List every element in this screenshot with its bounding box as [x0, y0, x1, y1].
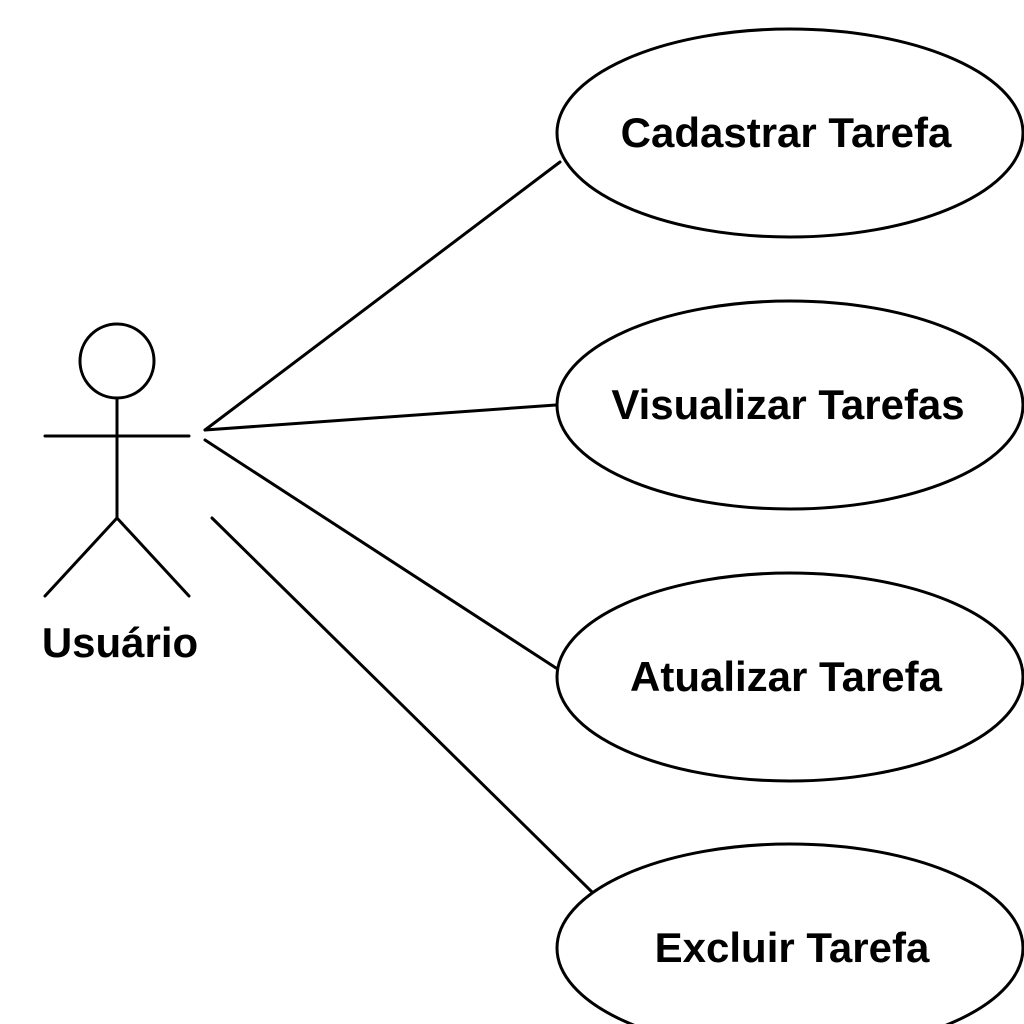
use-case-ellipse — [555, 571, 1024, 783]
use-case-excluir-tarefa: Excluir Tarefa — [555, 842, 1024, 1024]
association-line-cadastrar — [203, 160, 562, 432]
actor-right-leg — [115, 516, 191, 598]
use-case-cadastrar-tarefa: Cadastrar Tarefa — [555, 27, 1024, 239]
actor-label: Usuário — [42, 619, 198, 666]
use-case-label: Cadastrar Tarefa — [621, 109, 952, 156]
association-line-excluir — [210, 516, 594, 894]
association-line-atualizar — [203, 438, 558, 670]
use-case-label: Visualizar Tarefas — [611, 381, 964, 428]
associations — [203, 160, 594, 894]
use-case-ellipse — [555, 27, 1024, 239]
use-case-visualizar-tarefas: Visualizar Tarefas — [555, 299, 1024, 511]
actor-usuario: Usuário — [42, 322, 198, 666]
association-line-visualizar — [203, 403, 558, 432]
use-case-ellipse — [555, 299, 1024, 511]
use-case-label: Excluir Tarefa — [655, 924, 930, 971]
actor-head — [78, 322, 156, 400]
use-case-label: Atualizar Tarefa — [630, 653, 943, 700]
use-case-atualizar-tarefa: Atualizar Tarefa — [555, 571, 1024, 783]
use-case-ellipse — [555, 842, 1024, 1024]
actor-left-leg — [43, 516, 119, 598]
